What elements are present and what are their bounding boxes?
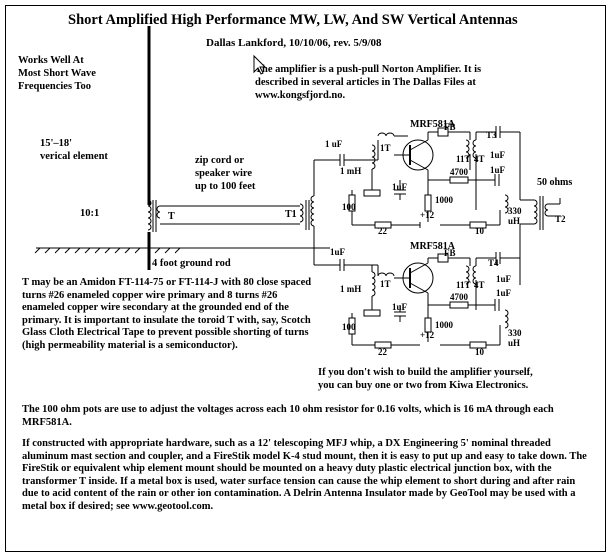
ratio-label: 10:1	[80, 208, 100, 219]
amp-note-line-1: The amplifier is a push-pull Norton Ampl…	[255, 64, 482, 75]
hardware-description: If constructed with appropriate hardware…	[22, 438, 587, 512]
pots-description: The 100 ohm pots are use to adjust the v…	[22, 404, 554, 428]
amp-note-line-2: described in several articles in The Dal…	[255, 77, 476, 88]
kiwa-line-2: you can buy one or two from Kiwa Electro…	[318, 380, 529, 391]
toroid-description: T may be an Amidon FT-114-75 or FT-114-J…	[22, 277, 312, 351]
zip-cord-line-3: up to 100 feet	[195, 181, 256, 192]
author-line: Dallas Lankford, 10/10/06, rev. 5/9/08	[206, 37, 382, 49]
amp-note-line-3: www.kongsfjord.no.	[255, 90, 346, 101]
works-well-line-1: Works Well At	[18, 55, 84, 66]
kiwa-line-1: If you don't wish to build the amplifier…	[318, 367, 533, 378]
page-title: Short Amplified High Performance MW, LW,…	[68, 12, 518, 28]
works-well-line-3: Frequencies Too	[18, 81, 92, 92]
works-well-line-2: Most Short Wave	[18, 68, 96, 79]
element-label: verical element	[40, 151, 108, 162]
ground-rod-label: 4 foot ground rod	[152, 258, 231, 269]
zip-cord-line-2: speaker wire	[195, 168, 253, 179]
page-frame	[5, 5, 606, 552]
zip-cord-line-1: zip cord or	[195, 155, 244, 166]
element-length: 15'–18'	[40, 138, 73, 149]
